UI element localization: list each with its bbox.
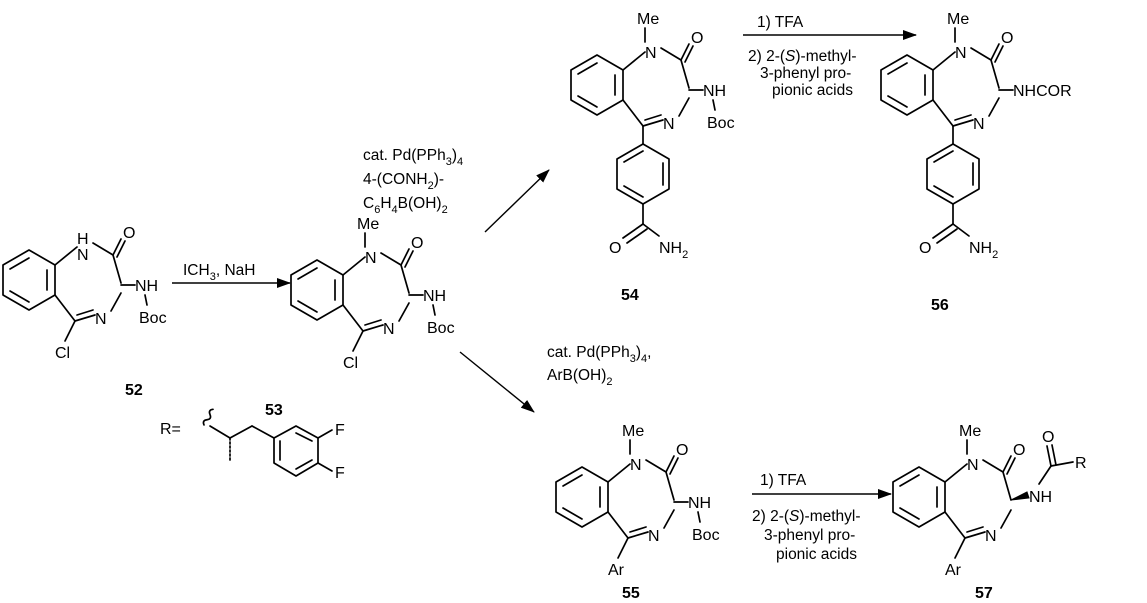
- label-52: 52: [125, 382, 143, 399]
- atom-r: R: [1075, 455, 1087, 472]
- label-57: 57: [975, 585, 993, 602]
- atom-o: O: [1013, 442, 1025, 459]
- svg-text:4-(CONH2)-: 4-(CONH2)-: [363, 171, 444, 192]
- reagent-deprotect-top: 1) TFA 2) 2-(S)-methyl- 3-phenyl pro- pi…: [748, 14, 857, 99]
- svg-text:cat. Pd(PPh3)4: cat. Pd(PPh3)4: [363, 147, 463, 168]
- atom-o: O: [411, 235, 423, 252]
- atom-me: Me: [637, 11, 659, 28]
- atom-me: Me: [947, 11, 969, 28]
- atom-nh: NH: [1029, 489, 1052, 506]
- atom-nh: NH: [688, 495, 711, 512]
- reagent-suzuki-bottom: cat. Pd(PPh3)4, ArB(OH)2: [547, 344, 651, 388]
- label-56: 56: [931, 297, 949, 314]
- arrow-suzuki-top: [484, 169, 550, 233]
- r-equals-label: R=: [160, 421, 181, 438]
- atom-n: N: [95, 311, 107, 328]
- atom-nhcor: NHCOR: [1013, 83, 1072, 100]
- svg-text:2) 2-(S)-methyl-: 2) 2-(S)-methyl-: [748, 48, 857, 65]
- reagent-suzuki-top: cat. Pd(PPh3)4 4-(CONH2)- C6H4B(OH)2: [363, 147, 463, 216]
- r-group-definition: R= F F: [160, 408, 345, 482]
- atom-boc: Boc: [427, 320, 455, 337]
- atom-o: O: [676, 442, 688, 459]
- atom-n: N: [967, 457, 979, 474]
- atom-me: Me: [622, 423, 644, 440]
- atom-nh: NH: [423, 288, 446, 305]
- atom-nh2: NH2: [659, 240, 688, 261]
- atom-cl: Cl: [343, 355, 358, 372]
- atom-boc: Boc: [707, 115, 735, 132]
- atom-n: N: [645, 45, 657, 62]
- label-55: 55: [622, 585, 640, 602]
- svg-text:ArB(OH)2: ArB(OH)2: [547, 367, 613, 388]
- label-53: 53: [265, 402, 283, 419]
- atom-nh2: NH2: [969, 240, 998, 261]
- compound-55: Me N O N NH Boc Ar 55: [555, 423, 720, 602]
- svg-text:2) 2-(S)-methyl-: 2) 2-(S)-methyl-: [752, 508, 861, 525]
- compound-57: Me N O N NH O R Ar 57: [892, 423, 1087, 602]
- label-54: 54: [621, 287, 639, 304]
- atom-boc: Boc: [692, 527, 720, 544]
- svg-text:1) TFA: 1) TFA: [757, 14, 804, 31]
- atom-f: F: [335, 465, 345, 482]
- reagent-methylation: ICH3, NaH: [183, 262, 255, 283]
- arrow-suzuki-bottom: [459, 351, 535, 413]
- svg-text:3-phenyl pro-: 3-phenyl pro-: [760, 65, 851, 82]
- atom-me: Me: [959, 423, 981, 440]
- atom-n: N: [973, 116, 985, 133]
- compound-54: Me N O N NH Boc O NH2 54: [570, 11, 735, 304]
- atom-boc: Boc: [139, 310, 167, 327]
- atom-nh: NH: [703, 83, 726, 100]
- svg-text:cat. Pd(PPh3)4,: cat. Pd(PPh3)4,: [547, 344, 651, 365]
- atom-o: O: [1001, 30, 1013, 47]
- svg-text:C6H4B(OH)2: C6H4B(OH)2: [363, 195, 448, 216]
- atom-n: N: [955, 45, 967, 62]
- atom-n: N: [985, 528, 997, 545]
- svg-text:pionic acids: pionic acids: [772, 82, 853, 99]
- svg-text:pionic acids: pionic acids: [776, 546, 857, 563]
- atom-f: F: [335, 422, 345, 439]
- atom-o: O: [919, 240, 931, 257]
- reagent-deprotect-bottom: 1) TFA 2) 2-(S)-methyl- 3-phenyl pro- pi…: [752, 472, 861, 563]
- atom-ar: Ar: [608, 562, 625, 579]
- atom-o: O: [123, 225, 135, 242]
- atom-o: O: [1042, 429, 1054, 446]
- atom-n: N: [663, 116, 675, 133]
- compound-56: Me N O N NHCOR O NH2 56: [880, 11, 1072, 314]
- atom-o: O: [691, 30, 703, 47]
- atom-n: N: [365, 250, 377, 267]
- atom-o: O: [609, 240, 621, 257]
- svg-text:1) TFA: 1) TFA: [760, 472, 807, 489]
- atom-n: N: [383, 321, 395, 338]
- atom-cl: Cl: [55, 345, 70, 362]
- svg-text:3-phenyl pro-: 3-phenyl pro-: [764, 527, 855, 544]
- atom-n: N: [648, 528, 660, 545]
- atom-me: Me: [357, 216, 379, 233]
- compound-52: H N O N NH Boc Cl 52: [2, 225, 167, 399]
- atom-n: N: [630, 457, 642, 474]
- atom-n: N: [77, 247, 89, 264]
- atom-h: H: [77, 231, 89, 248]
- atom-nh: NH: [135, 278, 158, 295]
- atom-ar: Ar: [945, 562, 962, 579]
- compound-53: Me N O N NH Boc Cl 53: [265, 216, 455, 419]
